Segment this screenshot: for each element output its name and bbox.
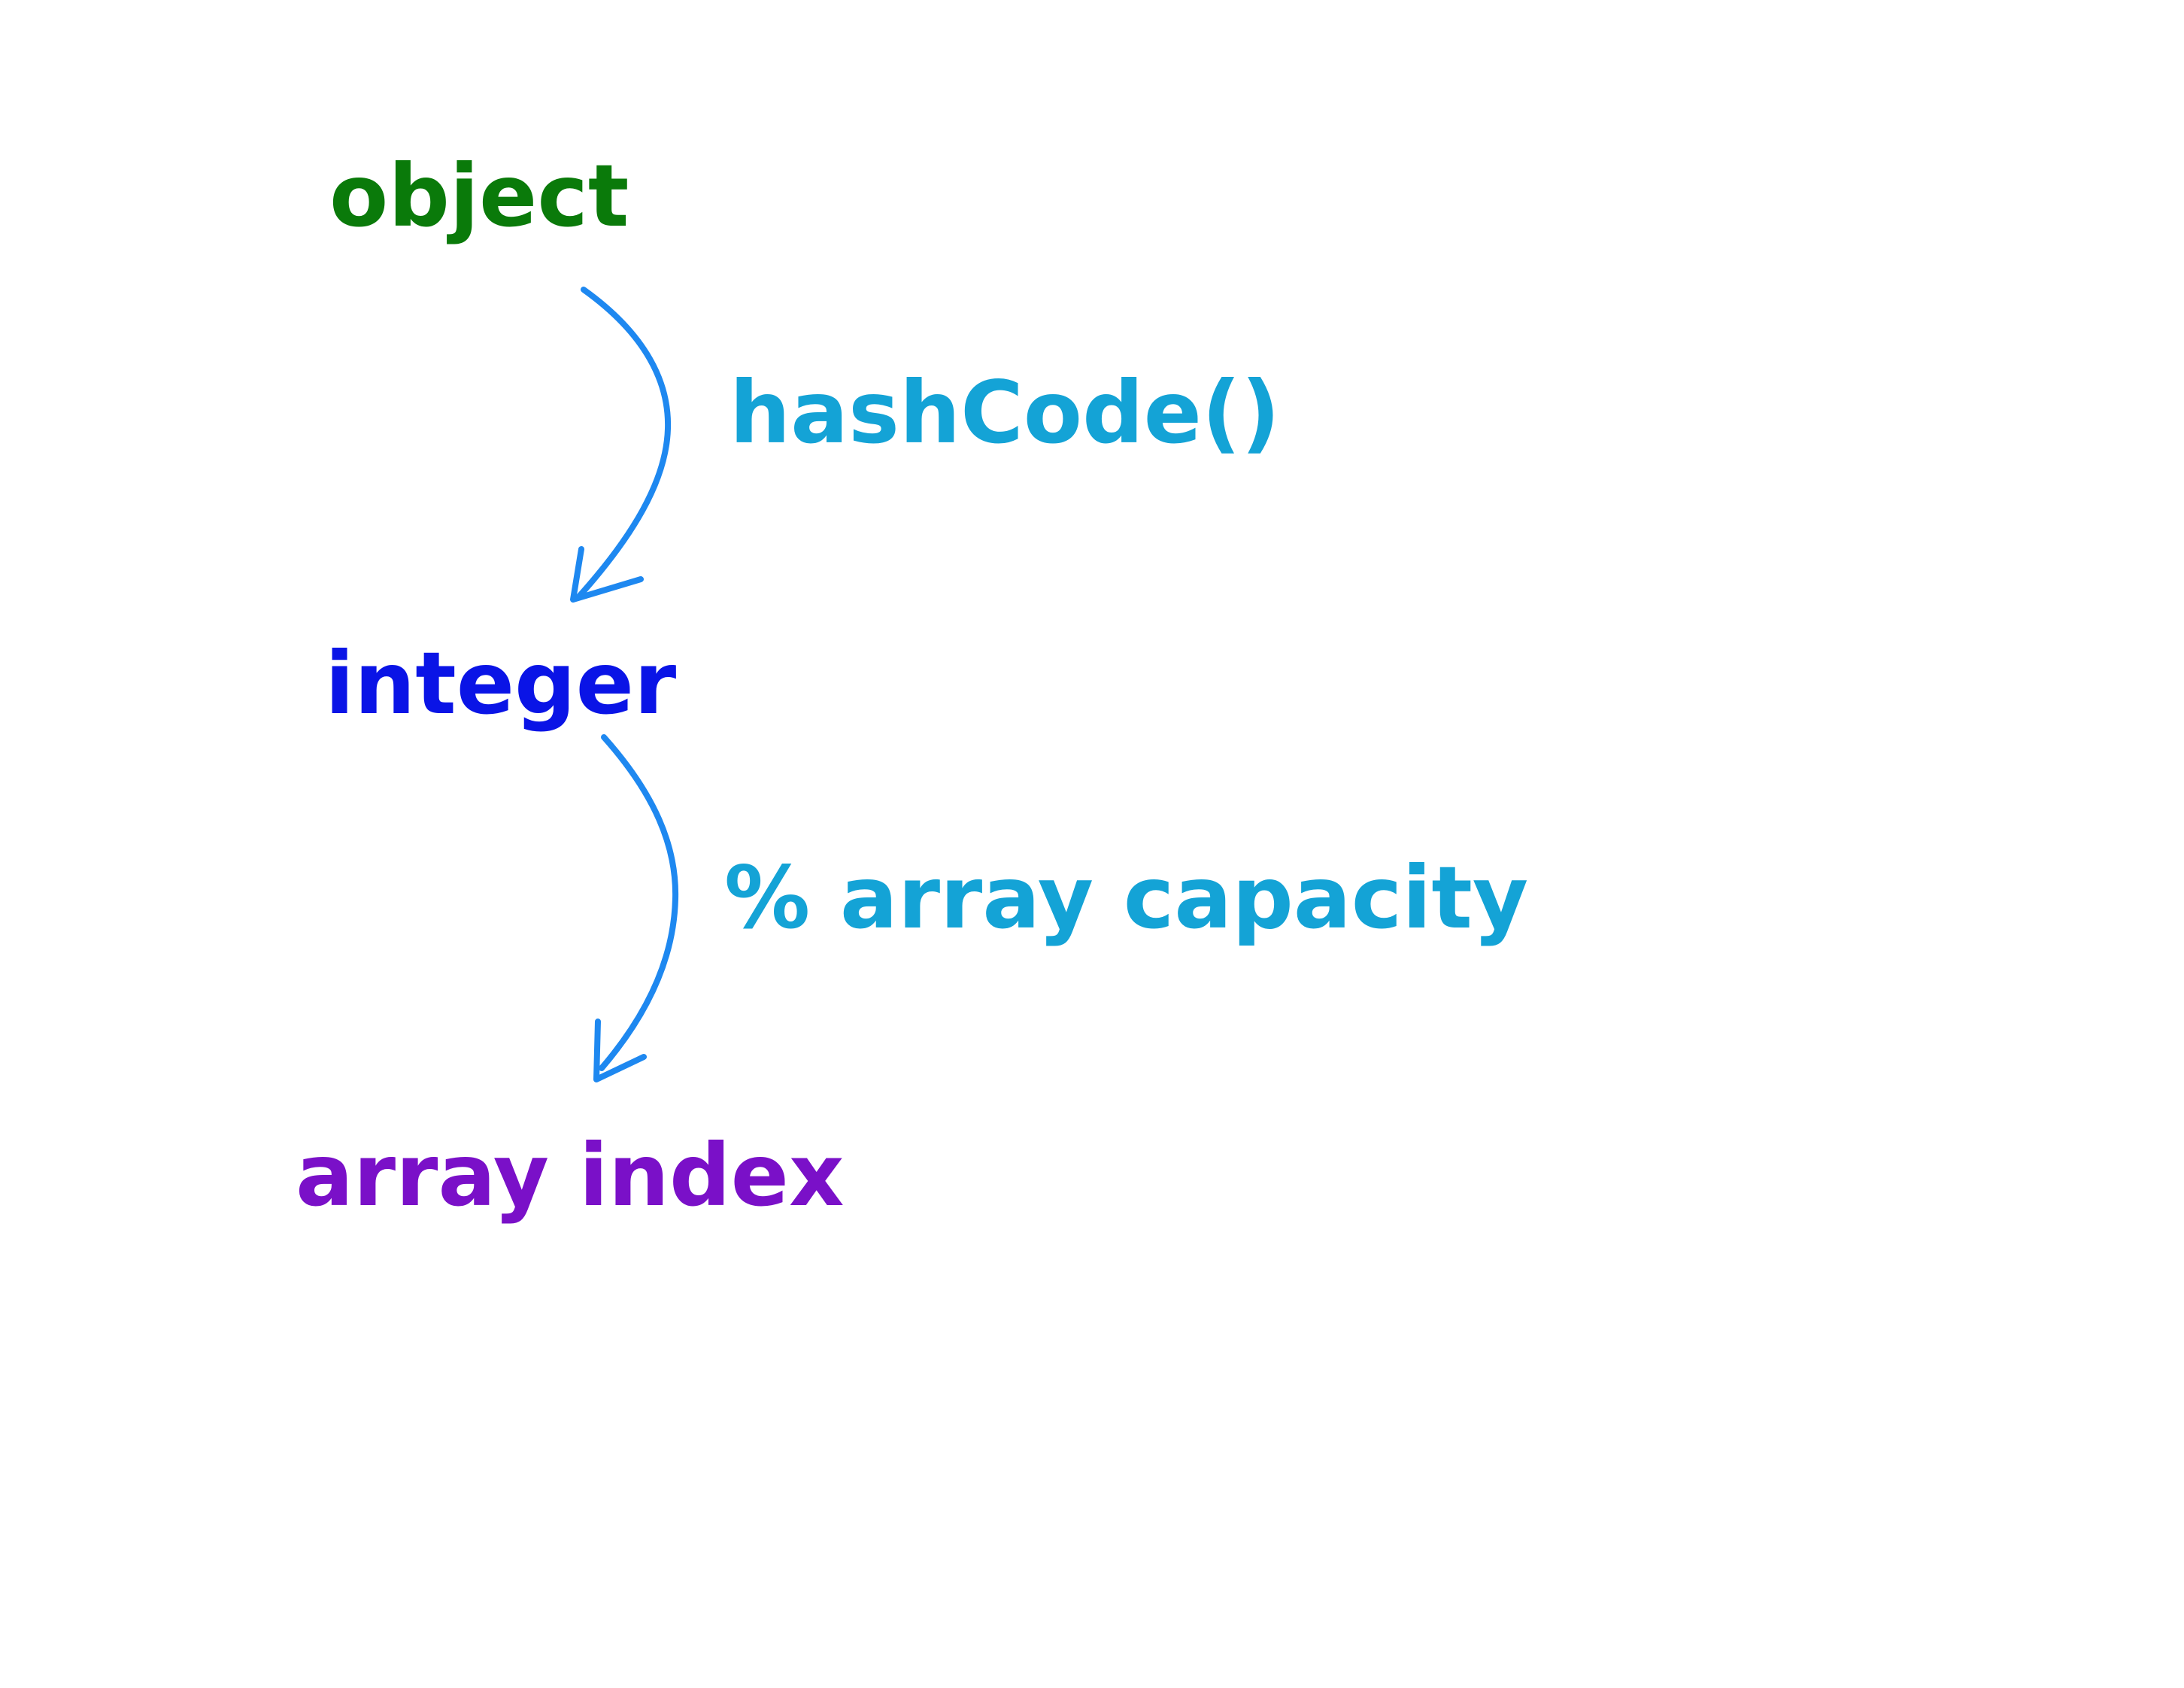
node-integer-label: integer (325, 633, 676, 733)
arrow-object-to-integer-curve (575, 287, 672, 601)
edge-modulo-label: % array capacity (724, 848, 1528, 948)
edge-hashcode-label: hashCode() (730, 363, 1280, 463)
node-object-label: object (329, 146, 629, 246)
arrow-object-to-integer-head (570, 546, 644, 603)
arrow-integer-to-array-index-curve (599, 734, 679, 1071)
arrow-object-to-integer (570, 287, 672, 603)
arrow-integer-to-array-index-head (593, 1019, 647, 1082)
node-array-index-label: array index (296, 1125, 844, 1225)
arrow-integer-to-array-index (593, 734, 679, 1082)
